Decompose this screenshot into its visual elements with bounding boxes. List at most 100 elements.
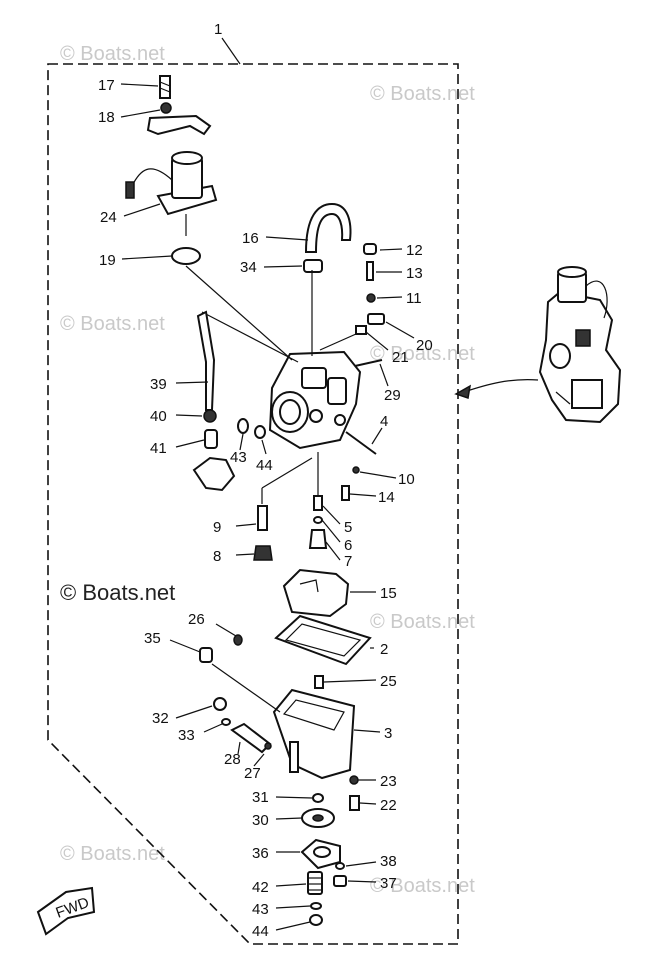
leader-line xyxy=(235,523,257,527)
leader-line xyxy=(237,741,241,755)
label-42: 42 xyxy=(252,879,269,896)
leader-line xyxy=(275,796,313,799)
part-12-cap xyxy=(363,243,377,255)
part-16-hose xyxy=(304,202,352,253)
label-20: 20 xyxy=(416,337,433,354)
watermark: © Boats.net xyxy=(370,875,475,897)
part-34-clip xyxy=(303,259,323,273)
leader-line xyxy=(123,203,161,217)
label-8: 8 xyxy=(213,548,221,565)
label-16: 16 xyxy=(242,230,259,247)
part-21-washer xyxy=(355,325,367,335)
leader-line xyxy=(221,37,241,65)
part-2-gasket xyxy=(274,614,372,666)
assembly-frame xyxy=(47,63,459,945)
leader-line xyxy=(261,457,313,489)
part-44-washer xyxy=(254,425,266,439)
part-33-washer xyxy=(221,718,231,726)
leader-line xyxy=(379,363,389,387)
watermark: © Boats.net xyxy=(60,843,165,865)
part-17-screw xyxy=(159,75,171,99)
leader-line xyxy=(323,679,377,683)
leader-line xyxy=(253,753,265,767)
label-27: 27 xyxy=(244,765,261,782)
leader-line xyxy=(121,255,173,260)
label-44b: 44 xyxy=(252,923,269,940)
label-32: 32 xyxy=(152,710,169,727)
watermark: © Boats.net xyxy=(370,343,475,365)
label-3: 3 xyxy=(384,725,392,742)
leader-line xyxy=(275,905,311,909)
label-23: 23 xyxy=(380,773,397,790)
leader-line xyxy=(353,729,381,733)
part-38-washer xyxy=(335,862,345,870)
leader-line xyxy=(235,553,255,556)
label-5: 5 xyxy=(344,519,352,536)
gasket-inner xyxy=(284,623,362,657)
leader-line xyxy=(120,83,159,87)
part-24-solenoid xyxy=(125,151,218,236)
part-37-screw xyxy=(333,875,347,887)
part-11-spring xyxy=(366,293,376,303)
diaphragm-center xyxy=(312,814,324,822)
label-28: 28 xyxy=(224,751,241,768)
part-41-sleeve xyxy=(204,429,218,449)
label-30: 30 xyxy=(252,812,269,829)
watermark: © Boats.net xyxy=(60,313,165,335)
label-7: 7 xyxy=(344,553,352,570)
part-20-screw xyxy=(367,313,385,325)
label-37: 37 xyxy=(380,875,397,892)
leader-line xyxy=(359,802,377,805)
part-14-jet xyxy=(341,485,350,501)
leader-line xyxy=(175,381,209,384)
leader-line xyxy=(385,321,415,339)
assembly-reference-sketch xyxy=(538,266,622,424)
label-19: 19 xyxy=(99,252,116,269)
label-36: 36 xyxy=(252,845,269,862)
leader-line xyxy=(322,505,341,525)
leader-line xyxy=(371,427,383,445)
part-35-plug xyxy=(199,647,213,663)
label-26: 26 xyxy=(188,611,205,628)
part-26-screw xyxy=(233,634,243,646)
watermark: © Boats.net xyxy=(370,611,475,633)
leader-line xyxy=(203,723,223,733)
leader-line xyxy=(275,921,311,931)
part-7-plug xyxy=(308,529,328,549)
leader-line xyxy=(345,861,377,867)
label-11: 11 xyxy=(406,290,422,307)
cover-hole xyxy=(313,846,331,858)
part-25-plug xyxy=(314,675,324,689)
leader-line xyxy=(120,109,161,118)
leader-line xyxy=(239,433,244,451)
label-38: 38 xyxy=(380,853,397,870)
label-41: 41 xyxy=(150,440,167,457)
leader-line xyxy=(175,439,205,448)
leader-line xyxy=(275,883,307,887)
watermark: © Boats.net xyxy=(60,43,165,65)
part-15-float xyxy=(282,568,350,618)
part-23-washer xyxy=(349,775,359,785)
leader-line xyxy=(347,880,377,883)
label-25: 25 xyxy=(380,673,397,690)
leader-line xyxy=(365,331,389,351)
part-3-float-bowl xyxy=(211,663,356,780)
label-21: 21 xyxy=(392,349,409,366)
label-15: 15 xyxy=(380,585,397,602)
part-28-screw xyxy=(230,722,272,754)
label-18: 18 xyxy=(98,109,115,126)
leader-line xyxy=(175,414,203,417)
part-4-shaft xyxy=(345,431,377,455)
part-6-oring xyxy=(313,516,323,524)
carburetor-body xyxy=(185,265,362,450)
label-39: 39 xyxy=(150,376,167,393)
label-29: 29 xyxy=(384,387,401,404)
part-32-screw xyxy=(213,697,227,711)
watermark: © Boats.net xyxy=(370,83,475,105)
label-9: 9 xyxy=(213,519,221,536)
reference-arrow xyxy=(463,379,539,393)
part-27-spring xyxy=(264,742,272,750)
leader-line xyxy=(169,639,201,653)
label-4: 4 xyxy=(380,413,388,430)
